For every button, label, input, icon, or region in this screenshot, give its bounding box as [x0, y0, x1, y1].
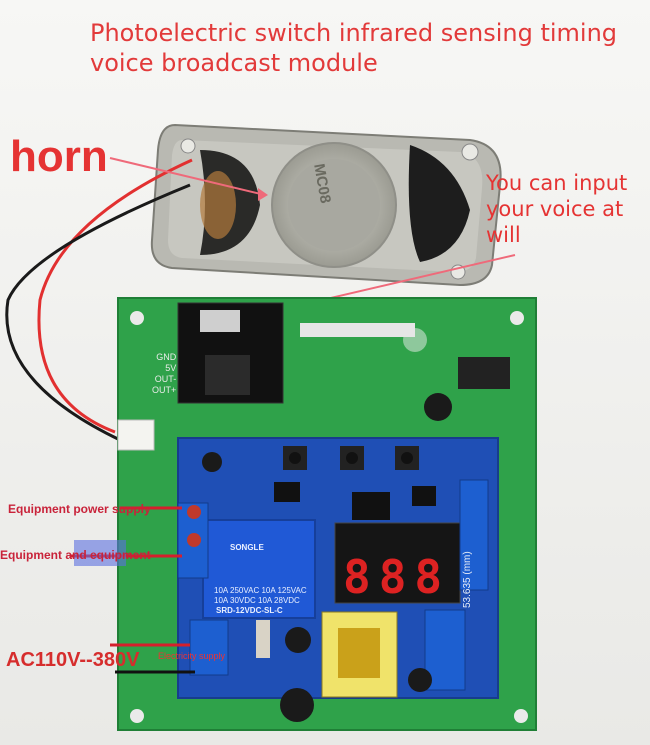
horn-label: horn	[10, 132, 108, 181]
equipment-and-equipment-label: Equipment and equipment	[0, 548, 151, 562]
page-title: Photoelectric switch infrared sensing ti…	[90, 19, 618, 77]
seven-segment-display: 888	[343, 550, 451, 604]
electricity-supply-label: Electricity supply	[158, 651, 226, 661]
relay-rating-2: 10A 30VDC 10A 28VDC	[214, 596, 300, 605]
relay-rating-1: 10A 250VAC 10A 125VAC	[214, 586, 307, 595]
relay-brand: SONGLE	[230, 543, 264, 552]
dimension-label: 53.635 (mm)	[462, 551, 473, 608]
pin-labels: GND 5V OUT- OUT+	[152, 352, 177, 395]
equipment-power-label: Equipment power supply	[8, 502, 151, 516]
ac-voltage-label: AC110V--380V	[6, 649, 140, 671]
relay-model: SRD-12VDC-SL-C	[216, 606, 283, 615]
voice-label: You can input your voice at will	[486, 171, 628, 247]
speaker	[150, 123, 502, 287]
